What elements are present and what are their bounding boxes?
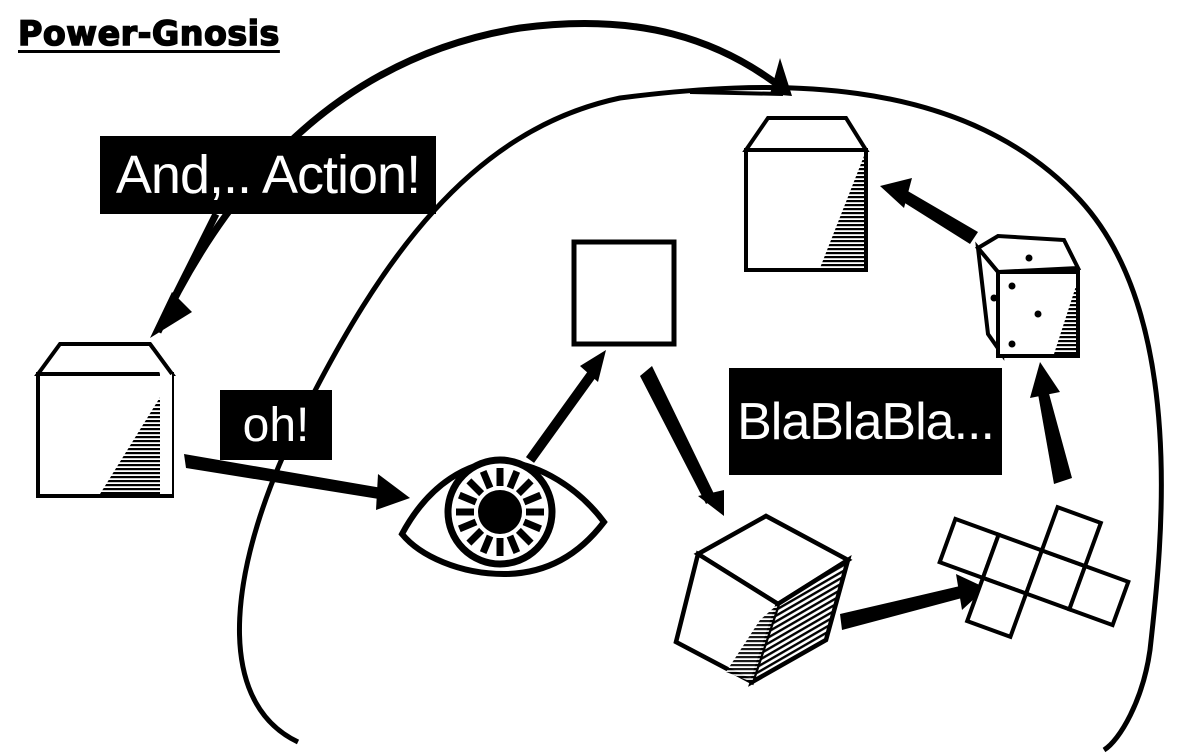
arrow-net-to-dice <box>1030 362 1072 484</box>
iris-spoke <box>506 534 521 554</box>
iris-spoke <box>515 527 534 546</box>
diagram-title: Power-Gnosis <box>17 13 280 55</box>
left-cube <box>34 342 176 498</box>
iris-spoke <box>479 470 494 490</box>
square-node <box>571 239 677 347</box>
arrowhead-icon <box>580 350 606 382</box>
dice-icon <box>974 233 1082 361</box>
iris-spoke <box>506 470 521 490</box>
action-arrow-shaft <box>158 212 220 324</box>
top-cube <box>742 116 870 272</box>
arrowhead-icon <box>880 178 912 208</box>
iris-spoke <box>522 491 542 506</box>
iris-spoke <box>458 518 478 533</box>
arrow-square-to-tilted-cube <box>640 366 724 516</box>
arrow-tilted-cube-to-net <box>840 574 986 630</box>
arrowhead-icon <box>956 574 986 610</box>
arrow-dice-to-top-cube <box>880 178 978 244</box>
arrowhead-icon <box>150 292 192 338</box>
arrowhead-icon <box>376 474 410 510</box>
iris-spoke <box>479 534 494 554</box>
arrow-cube-to-eye <box>184 454 410 510</box>
tilted-cube <box>673 513 853 687</box>
arrowhead-icon <box>1030 362 1060 398</box>
iris-spoke <box>466 527 485 546</box>
iris-spoke <box>458 491 478 506</box>
iris-spoke <box>522 518 542 533</box>
label-blabla: BlaBlaBla... <box>729 368 1002 475</box>
arrow-eye-to-square <box>525 350 606 463</box>
label-oh: oh! <box>220 390 332 460</box>
label-action: And,.. Action! <box>100 136 436 214</box>
cube-net <box>937 504 1131 640</box>
iris-spoke <box>466 478 485 497</box>
iris-spoke <box>515 478 534 497</box>
eye-icon <box>398 456 608 578</box>
arrowhead-icon <box>698 490 724 516</box>
